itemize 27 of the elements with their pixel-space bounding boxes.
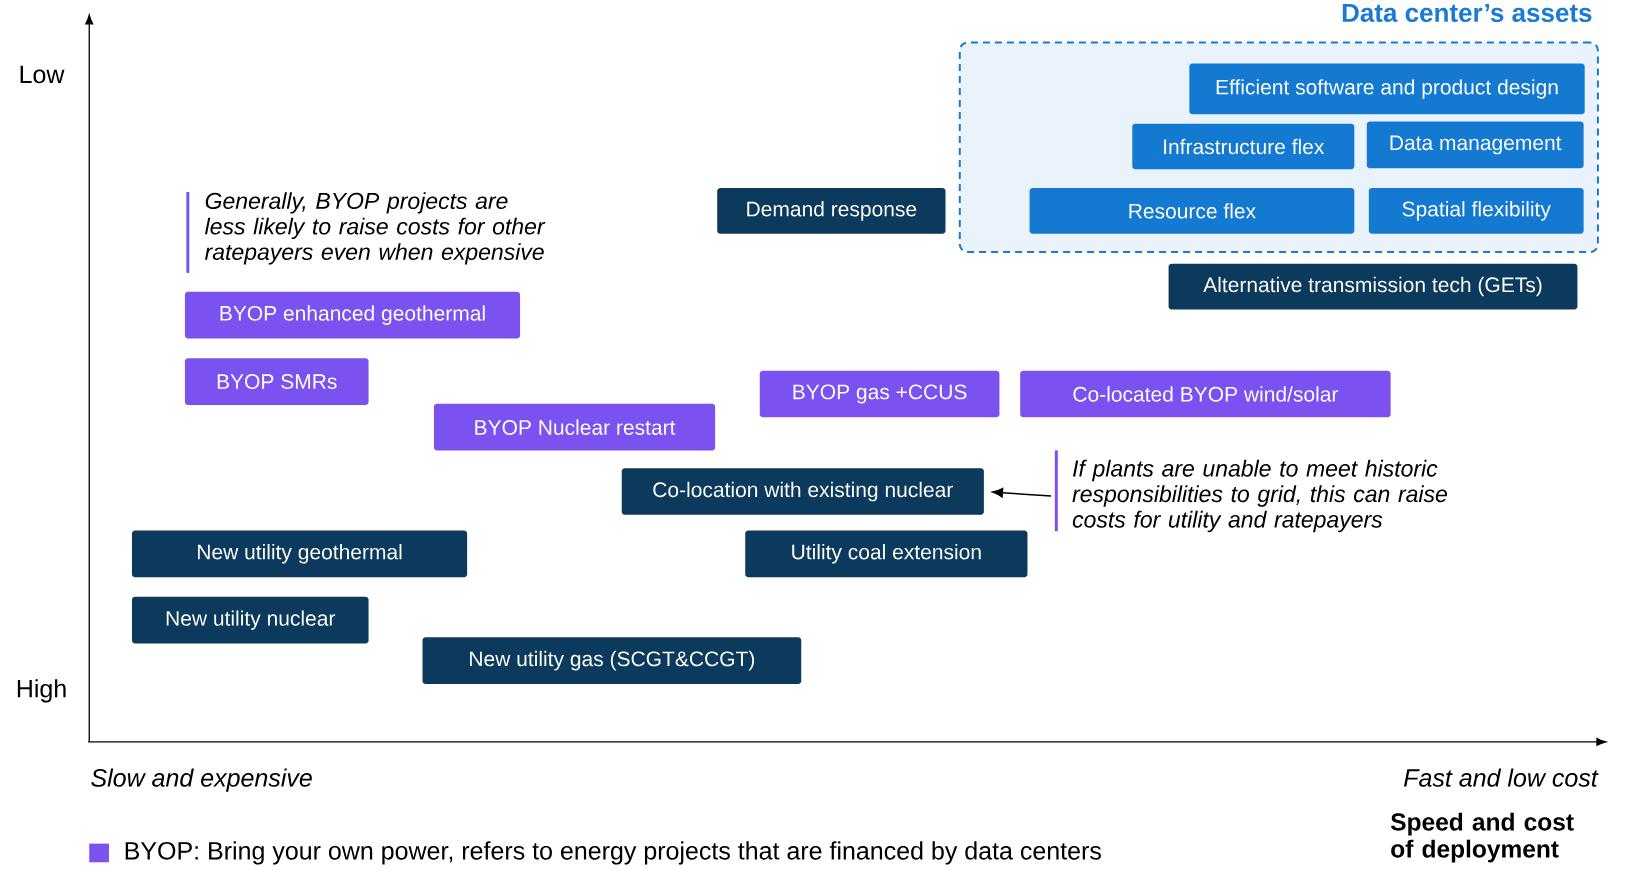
- axis-label: High: [17, 679, 66, 703]
- option-box: Alternative transmission tech (GETs): [1168, 263, 1578, 310]
- axis-end-label: Slow and expensive: [91, 768, 312, 792]
- option-box: New utility nuclear: [132, 596, 369, 644]
- option-box: New utility geothermal: [132, 530, 468, 578]
- axis-label: Low: [20, 65, 65, 84]
- option-box: Data management: [1366, 121, 1584, 169]
- option-box: Infrastructure flex: [1132, 123, 1355, 170]
- option-box: Utility coal extension: [745, 530, 1028, 578]
- group-heading: Data center’s assets: [1342, 3, 1592, 23]
- arrow: [992, 487, 1052, 498]
- option-box: Resource flex: [1029, 188, 1355, 234]
- legend-text: BYOP: Bring your own power, refers to energy projects that are financed by data centers: [125, 841, 1101, 865]
- axis-end-label: Fast and low cost: [1404, 768, 1599, 787]
- option-box: Demand response: [717, 188, 946, 234]
- option-box: Efficient software and product design: [1189, 63, 1585, 115]
- option-box: Co-located BYOP wind/solar: [1020, 370, 1391, 418]
- note-text: Generally, BYOP projects are less likely to raise costs for other ratepayers even when expensive: [205, 192, 546, 265]
- option-box: BYOP SMRs: [184, 358, 369, 405]
- option-box: BYOP gas +CCUS: [759, 370, 1000, 418]
- option-box: Spatial flexibility: [1368, 188, 1584, 234]
- option-box: BYOP enhanced geothermal: [184, 291, 521, 339]
- option-box: New utility gas (SCGT&CCGT): [422, 637, 802, 684]
- note-text: If plants are unable to meet historic responsibilities to grid, this can raise costs for utility and ratepayers: [1072, 459, 1447, 533]
- option-box: Co-location with existing nuclear: [621, 468, 984, 515]
- axis-title: Speed and cost of deployment: [1390, 812, 1574, 863]
- option-box: BYOP Nuclear restart: [433, 403, 716, 451]
